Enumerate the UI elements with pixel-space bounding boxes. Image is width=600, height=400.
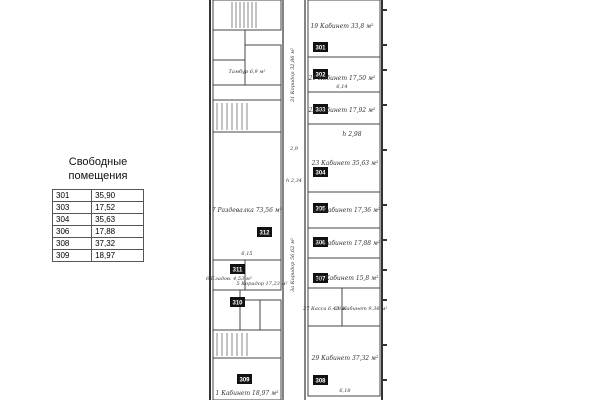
svg-text:302: 302: [315, 73, 326, 79]
label-cab19: 19 Кабинет 33,8 м²: [310, 23, 374, 30]
room-tags: 301 302 303 304 305 306 307 308 309 310 …: [230, 42, 328, 385]
room-area: 18,97: [91, 249, 144, 262]
dim-h-298: h 2,98: [342, 131, 361, 138]
dim-h-234: h 2,34: [286, 178, 302, 184]
label-kladov: 6 Кладов. 4,53 м²: [206, 276, 252, 282]
right-rooms: [307, 0, 381, 397]
svg-text:308: 308: [315, 379, 326, 385]
room-tag-307: 307: [313, 273, 328, 283]
label-cab24: 24 Кабинет 17,36 м²: [313, 207, 381, 214]
room-tag-309: 309: [237, 374, 252, 384]
room-tag-310: 310: [230, 297, 245, 307]
svg-text:309: 309: [239, 378, 250, 384]
legend-title: Свободные помещения: [52, 155, 144, 183]
svg-text:306: 306: [315, 241, 326, 247]
left-rooms: [212, 0, 282, 400]
dim-2-9: 2,9: [289, 146, 299, 152]
outer-walls: [209, 0, 383, 400]
room-tag-312: 312: [257, 227, 272, 237]
room-labels: 19 Кабинет 33,8 м² 21 Кабинет 17,50 м² 2…: [206, 23, 387, 397]
label-cab26: 26 Кабинет 15,8 м²: [314, 275, 379, 282]
svg-text:310: 310: [232, 301, 243, 307]
label-cab22: 22 Кабинет 17,92 м²: [308, 107, 376, 114]
svg-text:311: 311: [233, 268, 243, 274]
room-number: 309: [51, 249, 93, 262]
svg-text:304: 304: [315, 171, 326, 177]
label-cab28: 28 Кабинет 9,36 м²: [334, 305, 388, 312]
label-razdevalka: 7 Раздевалка 73,56 м²: [212, 207, 283, 214]
room-tag-304: 304: [313, 167, 328, 177]
dim-6-15: 6,15: [241, 251, 252, 257]
label-cab21: 21 Кабинет 17,50 м²: [308, 75, 376, 82]
room-area: 37,32: [91, 237, 144, 250]
label-koridor5: 5 Коридор 17,23 м²: [236, 281, 287, 287]
room-tag-311: 311: [230, 264, 245, 274]
stair-hatching: [216, 2, 257, 356]
room-tag-308: 308: [313, 375, 328, 385]
label-tambur: Тамбур 6,9 м²: [229, 68, 266, 75]
window-marks: [382, 9, 387, 381]
label-cab29: 29 Кабинет 37,32 м²: [311, 355, 379, 362]
dim-6-18: 6,18: [339, 388, 350, 394]
label-cab25: 25 Кабинет 17,88 м²: [313, 240, 381, 247]
legend-title-line2: помещения: [68, 170, 128, 182]
room-tag-301: 301: [313, 42, 328, 52]
room-tag-306: 306: [313, 237, 328, 247]
label-kassa: 27 Касса 6,43 м²: [302, 306, 347, 312]
label-koridor31: 31 Коридор 32,86 м²: [290, 48, 296, 102]
room-tag-303: 303: [313, 104, 328, 114]
svg-text:301: 301: [315, 46, 326, 52]
legend-title-line1: Свободные: [68, 156, 128, 168]
svg-text:312: 312: [259, 231, 270, 237]
label-cab1: 1 Кабинет 18,97 м²: [215, 390, 279, 397]
svg-text:307: 307: [315, 277, 326, 283]
room-tag-305: 305: [313, 203, 328, 213]
dim-6-14: 6,14: [336, 84, 347, 90]
label-koridor3a: 3а Коридор 56,62 м²: [290, 238, 296, 292]
svg-text:305: 305: [315, 207, 326, 213]
room-tag-302: 302: [313, 69, 328, 79]
svg-text:303: 303: [315, 108, 326, 114]
label-cab23: 23 Кабинет 35,63 м²: [311, 160, 379, 167]
